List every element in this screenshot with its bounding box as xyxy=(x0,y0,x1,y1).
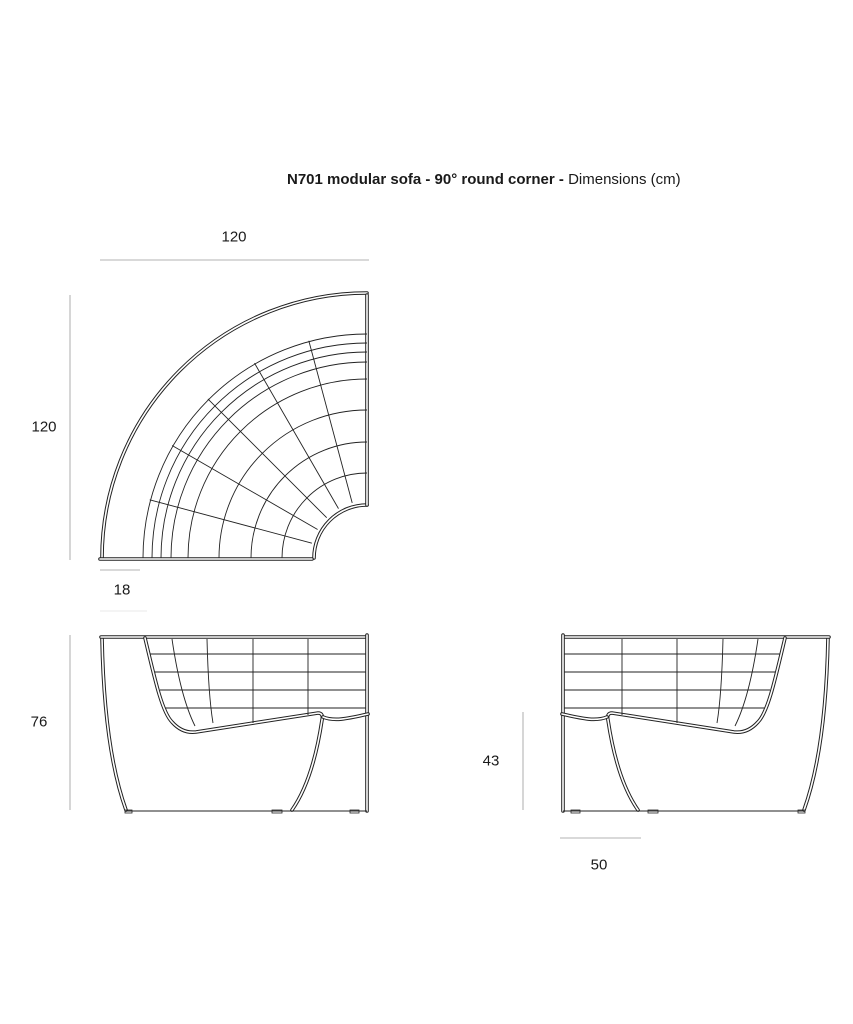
label-seat-height: 43 xyxy=(482,752,500,770)
side-view-left xyxy=(99,633,370,815)
grid-radial xyxy=(149,499,313,544)
side-view-right xyxy=(560,633,831,815)
top-view-plan xyxy=(98,291,369,561)
label-seat-depth: 50 xyxy=(590,856,608,874)
label-height: 76 xyxy=(30,713,48,731)
title-normal: Dimensions (cm) xyxy=(568,171,681,188)
label-arm-width: 18 xyxy=(113,581,131,599)
grid-radial xyxy=(171,445,318,530)
outer-arc-inner xyxy=(101,292,368,559)
grid-radial xyxy=(254,362,339,509)
grid-radial xyxy=(207,398,328,519)
label-top-depth: 120 xyxy=(31,418,57,436)
label-top-width: 120 xyxy=(221,228,247,246)
grid-radial xyxy=(308,340,353,504)
title-bold: N701 modular sofa - 90° round corner - xyxy=(287,171,564,188)
inner-arc-inner xyxy=(313,504,368,559)
drawing-title: N701 modular sofa - 90° round corner - D… xyxy=(287,171,681,188)
